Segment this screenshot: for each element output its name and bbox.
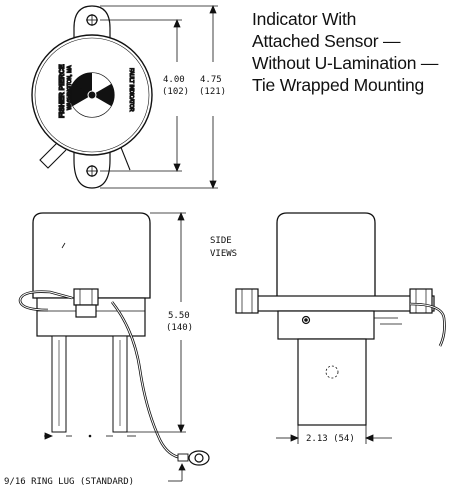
nut-left	[235, 288, 259, 314]
dim-outer-height-mm: (121)	[199, 87, 226, 97]
sensor-wire-top	[39, 139, 67, 169]
nut-right	[409, 288, 433, 314]
caption-line-3: Without U-Lamination —	[252, 53, 439, 73]
dim-side-height-mm: (140)	[166, 323, 193, 333]
small-text: WASHINGTON, MA	[67, 65, 73, 110]
side-views-label-line2: VIEWS	[210, 249, 237, 259]
dim-2-13	[276, 425, 392, 444]
base-block	[277, 310, 375, 340]
caption: Indicator With Attached Sensor — Without…	[252, 8, 448, 96]
ring-lug-label: 9/16 RING LUG (STANDARD)	[4, 477, 134, 487]
dim-width: 2.13 (54)	[306, 434, 355, 444]
clamp-bar	[237, 295, 435, 312]
side-view-left: 5.50 (140)	[18, 211, 210, 466]
caption-line-2: Attached Sensor —	[252, 31, 401, 51]
target-window	[69, 72, 115, 118]
dim-4-75	[100, 4, 218, 190]
sensor-body	[297, 338, 367, 426]
top-view: FISHER PIERCE WASHINGTON, MA FAULT INDIC…	[31, 4, 226, 190]
caption-line-1: Indicator With	[252, 9, 357, 29]
ring-lug-leader	[168, 463, 186, 482]
dim-side-height: 5.50	[168, 311, 190, 321]
dim-inner-height: 4.00	[163, 75, 185, 85]
dim-inner-height-mm: (102)	[162, 87, 189, 97]
brand-text: FISHER PIERCE	[59, 64, 66, 118]
dim-4-00	[100, 18, 182, 173]
mounting-nut	[73, 288, 99, 306]
dim-outer-height: 4.75	[200, 75, 222, 85]
dim-5-50	[127, 211, 186, 434]
side-views-label-line1: SIDE	[210, 236, 232, 246]
dim-lead-spacing	[44, 432, 136, 440]
fault-indicator-text: FAULT INDICATOR	[128, 68, 134, 112]
side-view-right: 2.13 (54)	[235, 212, 446, 444]
indicator-cap-right	[276, 212, 376, 301]
caption-line-4: Tie Wrapped Mounting	[252, 75, 425, 95]
indicator-cap	[32, 212, 151, 299]
